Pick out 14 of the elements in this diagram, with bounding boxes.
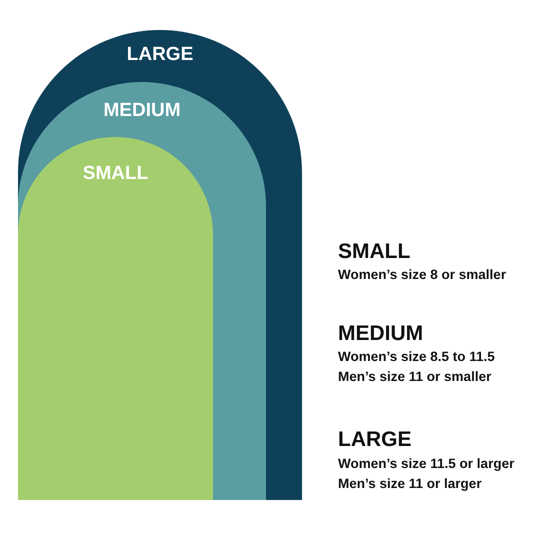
arch-shape xyxy=(18,137,213,500)
arch-shape xyxy=(18,82,266,500)
size-heading: SMALL xyxy=(338,240,410,264)
size-description: Women’s size 11.5 or larger xyxy=(338,456,514,471)
size-heading: LARGE xyxy=(338,428,412,452)
size-heading: MEDIUM xyxy=(338,322,424,346)
size-description: Men’s size 11 or smaller xyxy=(338,369,492,384)
arch-shape xyxy=(18,30,302,500)
size-label: SMALL xyxy=(82,163,148,185)
size-label: MEDIUM xyxy=(103,100,181,122)
size-label: LARGE xyxy=(126,44,194,66)
size-description: Women’s size 8 or smaller xyxy=(338,267,506,282)
size-description: Men’s size 11 or larger xyxy=(338,476,482,491)
size-description: Women’s size 8.5 to 11.5 xyxy=(338,349,495,364)
